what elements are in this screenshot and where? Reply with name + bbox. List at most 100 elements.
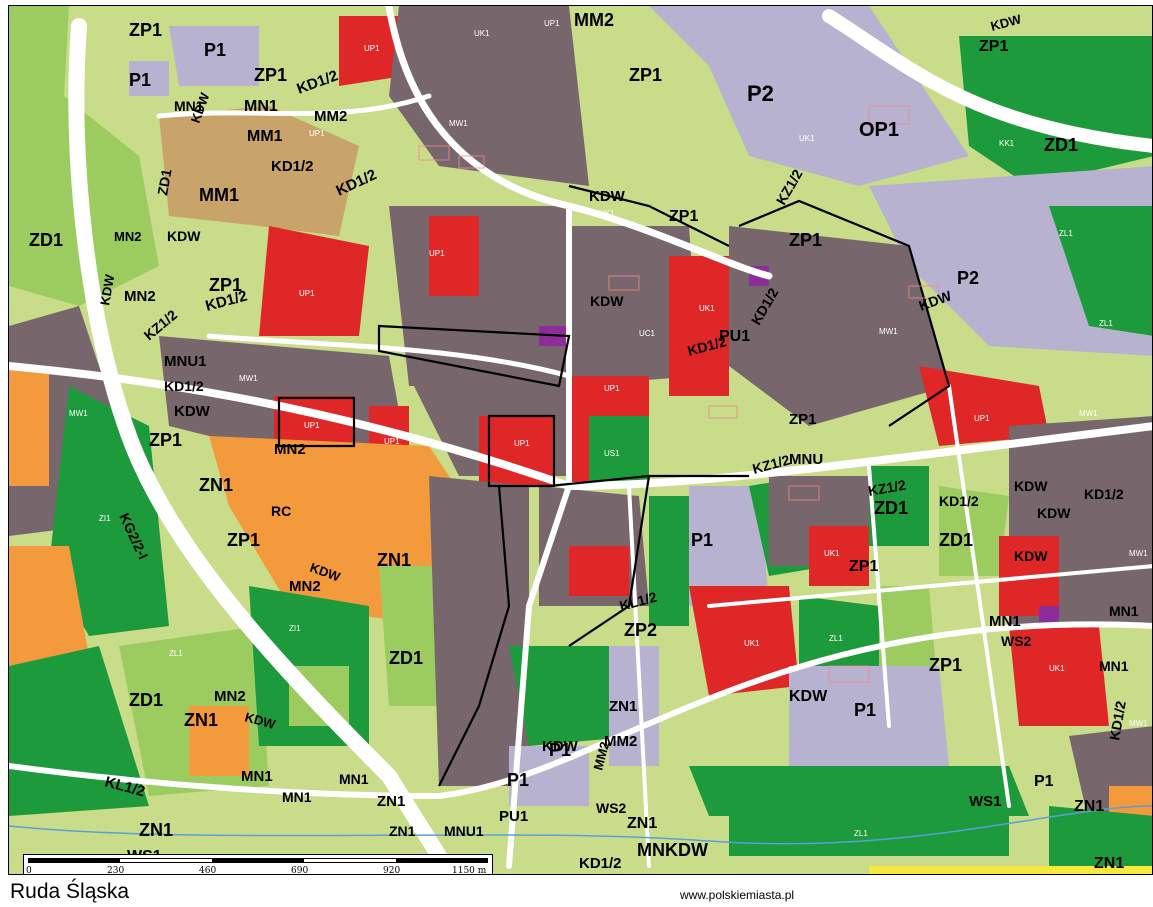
zone-label: MNU1 [444, 823, 484, 839]
zone-label: ZP1 [209, 275, 242, 295]
zone-label: MM2 [604, 733, 637, 750]
zone-label: WS2 [1001, 633, 1032, 649]
svg-text:ZI1: ZI1 [99, 514, 111, 523]
zone-label: ZP1 [254, 65, 287, 85]
zone-label: KD1/2 [164, 378, 204, 394]
zone-label: ZD1 [154, 167, 174, 196]
zone-label: ZP1 [227, 530, 260, 550]
svg-text:MW1: MW1 [69, 409, 88, 418]
zone-label: KDW [1014, 478, 1048, 494]
zone-label: KD1/2 [271, 158, 314, 175]
svg-text:MW1: MW1 [1079, 409, 1098, 418]
zone-label: P1 [691, 530, 713, 550]
zone-label: ZN1 [389, 823, 416, 839]
zone-label: MN1 [1099, 658, 1129, 674]
zone-label: ZP1 [629, 65, 662, 85]
svg-text:UK1: UK1 [1049, 664, 1065, 673]
zone-label: ZP1 [929, 655, 962, 675]
zone-label: ZP1 [669, 208, 698, 225]
zone-label: ZP2 [624, 620, 657, 640]
zone-label: WS1 [969, 793, 1002, 810]
zone-label: RC [271, 503, 291, 519]
zone-label: ZP1 [979, 38, 1008, 55]
zone-label: MN1 [282, 789, 312, 805]
zone-label: ZN1 [1074, 798, 1104, 815]
zone-label: P1 [507, 770, 529, 790]
scale-bar: 0 230 460 690 920 1150 m [23, 854, 493, 875]
zone-label: MN2 [214, 688, 246, 705]
map-footer [0, 876, 1153, 907]
svg-text:UC1: UC1 [639, 329, 656, 338]
svg-text:MW1: MW1 [239, 374, 258, 383]
zone-label: ZD1 [129, 690, 163, 710]
zone-label: MNU1 [164, 353, 207, 370]
river-line [9, 805, 1152, 845]
svg-text:UK1: UK1 [474, 29, 490, 38]
zone-label: MN1 [241, 768, 273, 785]
svg-text:ZL1: ZL1 [854, 829, 868, 838]
svg-text:UP1: UP1 [604, 384, 620, 393]
zone-label: ZN1 [377, 550, 411, 570]
zone-label: PU1 [719, 328, 750, 345]
svg-text:UP1: UP1 [974, 414, 990, 423]
zone-label: MN1 [174, 98, 204, 114]
zone-label: ZD1 [874, 498, 908, 518]
zone-label: P2 [747, 81, 774, 106]
zone-label: MN1 [244, 98, 278, 115]
svg-text:MW1: MW1 [1129, 549, 1148, 558]
zone-label: MM2 [590, 740, 612, 772]
zone-label: ZD1 [389, 648, 423, 668]
zone-label: KDW [789, 688, 828, 705]
zone-label: KDW [1014, 548, 1048, 564]
zone-label: MM2 [574, 10, 614, 30]
land-use-areas [9, 6, 1152, 874]
website-link[interactable]: www.polskiemiasta.pl [680, 888, 795, 902]
zone-label: MNKDW [637, 840, 708, 860]
zone-label: WS2 [596, 800, 627, 816]
zone-label: MM2 [314, 108, 347, 125]
zone-label: MN1 [1109, 603, 1139, 619]
svg-text:UP1: UP1 [514, 439, 530, 448]
zone-label: ZP1 [789, 411, 817, 428]
svg-text:UK1: UK1 [599, 209, 615, 218]
plan-boundaries [277, 184, 951, 787]
zone-label: ZD1 [939, 530, 973, 550]
scale-tick-690: 690 [291, 866, 309, 875]
scale-tick-230: 230 [107, 866, 125, 875]
svg-text:UK1: UK1 [799, 134, 815, 143]
zone-label: ZP1 [149, 430, 182, 450]
zone-label: KDW [589, 188, 626, 205]
zone-label: KDW [97, 273, 117, 307]
zone-label: P1 [204, 40, 226, 60]
zone-label: ZN1 [1094, 855, 1124, 872]
zone-label: P2 [957, 268, 979, 288]
zone-label: MN1 [339, 771, 369, 787]
zone-label: KDW [1037, 505, 1071, 521]
svg-text:UP1: UP1 [304, 421, 320, 430]
zone-label: MM1 [247, 128, 283, 145]
zone-label: KD1/2 [579, 855, 622, 872]
zone-label: MN2 [124, 288, 156, 305]
svg-text:ZL1: ZL1 [1099, 319, 1113, 328]
zone-label: ZD1 [1044, 135, 1078, 155]
zone-label: MM1 [199, 185, 239, 205]
zone-label: KD1/2 [939, 493, 979, 509]
zone-label: KDW [167, 228, 201, 244]
zone-label: ZN1 [627, 815, 657, 832]
zone-label: P1 [1034, 773, 1054, 790]
city-title: Ruda Śląska [10, 880, 130, 903]
svg-text:MW1: MW1 [1129, 719, 1148, 728]
zone-label: PU1 [499, 808, 528, 825]
zone-label: KD1/2 [1084, 486, 1124, 502]
road-network [9, 6, 1152, 869]
zone-label: KZ1/2 [867, 477, 908, 499]
zone-label: ZN1 [377, 793, 405, 810]
svg-text:UP1: UP1 [364, 44, 380, 53]
scale-segments [28, 858, 488, 863]
svg-text:ZI1: ZI1 [289, 624, 301, 633]
zone-label: OP1 [859, 119, 899, 141]
svg-text:MW1: MW1 [879, 327, 898, 336]
